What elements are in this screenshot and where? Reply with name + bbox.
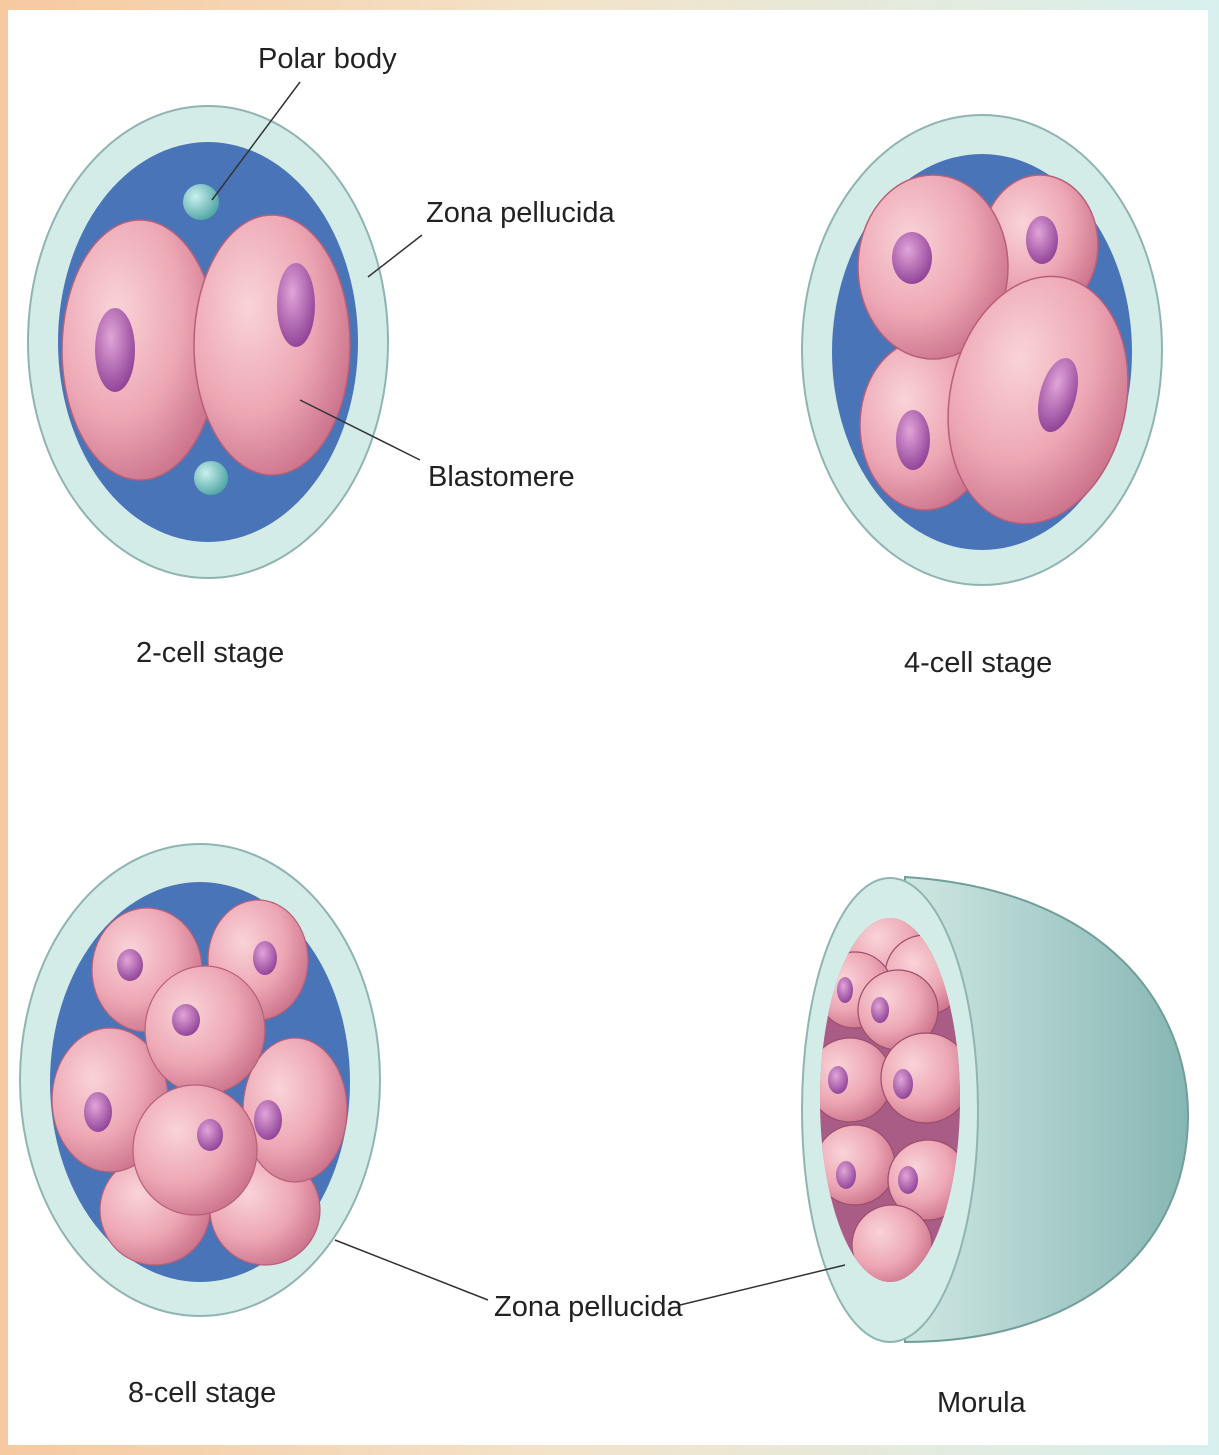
blastomere-leader [299,399,421,461]
blastomere [132,1084,258,1216]
stage-label-morula: Morula [937,1387,1027,1419]
nucleus [172,1004,200,1036]
stage-label-4-cell: 4-cell stage [904,647,1052,679]
blastomere [887,1139,960,1221]
nucleus [277,263,315,347]
nucleus [892,232,932,284]
polar-body-leader [211,81,301,201]
zona-pellucida-shell [904,875,1190,1344]
nucleus [828,1066,848,1094]
zona-pellucida-leader-right [679,1264,846,1306]
nucleus [836,1161,856,1189]
eight-cell-embryo [19,843,381,1317]
nucleus [95,308,135,392]
blastomere [880,1032,960,1124]
nucleus [1038,358,1078,432]
zona-pellucida-leader-left [334,1239,489,1301]
nucleus [898,1166,918,1194]
nucleus [896,410,930,470]
nucleus [253,941,277,975]
nucleus [254,1100,282,1140]
nucleus [837,977,853,1003]
blastomere [851,1204,933,1282]
four-cell-embryo [801,114,1163,586]
nucleus [1026,216,1058,264]
stage-label-2-cell: 2-cell stage [136,637,284,669]
zona-pellucida-label-bottom: Zona pellucida [494,1291,683,1323]
nucleus [117,949,143,981]
polar-body [183,184,219,220]
blastomere-right [193,214,351,476]
two-cell-embryo [27,105,389,579]
zona-pellucida-label: Zona pellucida [426,197,615,229]
stage-label-8-cell: 8-cell stage [128,1377,276,1409]
blastomere [144,965,266,1095]
morula-embryo [801,875,1190,1344]
blastomere [947,275,1129,525]
nucleus [893,1069,913,1099]
nucleus [197,1119,223,1151]
zona-pellucida-leader [367,234,423,278]
nucleus [871,997,889,1023]
polar-body [194,461,228,495]
nucleus [84,1092,112,1132]
polar-body-label: Polar body [258,43,397,75]
blastomere-label: Blastomere [428,461,575,493]
blastomere [857,174,1009,360]
